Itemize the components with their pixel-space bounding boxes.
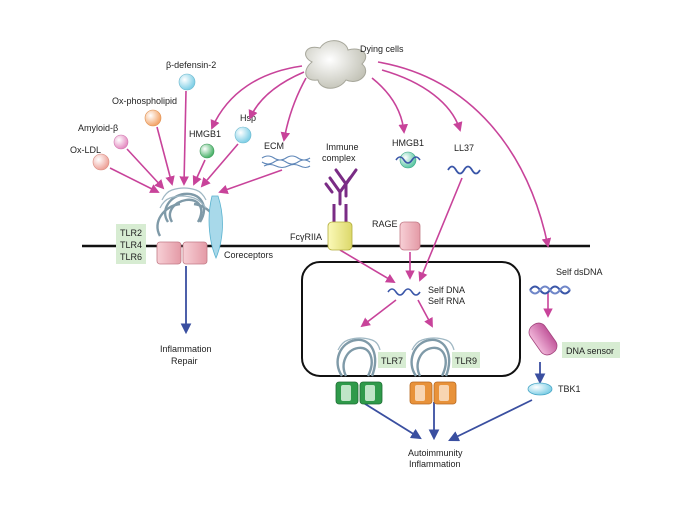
self-rna-label: Self RNA	[428, 296, 465, 306]
arrow-dying-hmgb1-right	[371, 77, 409, 134]
arrow-fcgriia-selfdna	[339, 249, 396, 283]
arrow-ll37-selfdna	[418, 177, 463, 282]
self-dsdna-label: Self dsDNA	[556, 267, 603, 277]
ox-phospholipid-label: Ox-phospholipid	[112, 96, 177, 106]
repair-label: Repair	[171, 356, 198, 366]
arrow-oxldl-tlr	[109, 167, 160, 193]
ox-ldl-icon	[92, 153, 110, 171]
ll37-label: LL37	[454, 143, 474, 153]
autoimmunity-label: Autoimmunity	[408, 448, 463, 458]
arrow-tbk1-autoimmunity	[448, 399, 533, 442]
ox-phospholipid-icon	[144, 109, 162, 127]
tbk1-icon	[527, 382, 553, 396]
arrow-betadefensin-tlr	[179, 90, 189, 186]
rage-receptor-icon	[399, 221, 421, 251]
ll37-icon	[447, 165, 481, 175]
arrow-selfdna-tlr7	[360, 299, 397, 328]
inflammation2-label: Inflammation	[409, 459, 461, 469]
beta-defensin-2-label: β-defensin-2	[166, 60, 216, 70]
arrow-tlr7-autoimmunity	[361, 401, 422, 440]
tlr7-tag: TLR7	[378, 352, 406, 368]
dna-sensor-tag: DNA sensor	[562, 342, 620, 358]
arrow-dying-hsp	[248, 71, 305, 120]
dying-cells-icon	[305, 40, 367, 89]
tlr2-4-6-tag: TLR2 TLR4 TLR6	[116, 224, 146, 264]
hmgb1-dna-icon	[395, 156, 421, 164]
ecm-label: ECM	[264, 141, 284, 151]
self-dna-label: Self DNA	[428, 285, 465, 295]
hmgb1-right-label: HMGB1	[392, 138, 424, 148]
coreceptor-icon	[208, 195, 223, 260]
tlr7-label: TLR7	[381, 356, 403, 366]
rage-label: RAGE	[372, 219, 398, 229]
arrow-dying-self-dsdna	[377, 61, 552, 248]
hmgb1-right-icon	[399, 151, 417, 169]
tlr9-receptor-icon	[409, 337, 457, 405]
ecm-icon	[261, 155, 311, 169]
tlr4-label: TLR4	[120, 240, 142, 250]
hsp-label: Hsp	[240, 113, 256, 123]
tlr2-label: TLR2	[120, 228, 142, 238]
arrow-oxphospholipid-tlr	[156, 126, 175, 186]
self-dna-icon	[387, 288, 421, 296]
ox-ldl-label: Ox-LDL	[70, 145, 101, 155]
tlr9-tag: TLR9	[452, 352, 480, 368]
fcgriia-receptor-icon	[327, 204, 353, 251]
dna-sensor-label: DNA sensor	[566, 346, 614, 356]
amyloid-beta-label: Amyloid-β	[78, 123, 118, 133]
hsp-icon	[234, 126, 252, 144]
arrow-dying-ll37	[381, 69, 463, 132]
arrow-dying-ecm	[280, 77, 307, 142]
dna-sensor-icon	[528, 322, 558, 356]
tlr9-label: TLR9	[455, 356, 477, 366]
tlr7-receptor-icon	[335, 337, 383, 405]
immune-complex-icon	[324, 168, 358, 206]
arrow-hsp-tlr	[200, 143, 239, 188]
hmgb1-left-icon	[199, 143, 215, 159]
fcgriia-label: FcγRIIA	[290, 232, 322, 242]
beta-defensin-2-icon	[178, 73, 196, 91]
tbk1-label: TBK1	[558, 384, 581, 394]
coreceptors-label: Coreceptors	[224, 250, 274, 260]
tlr2-4-6-receptor-icon	[156, 187, 218, 265]
arrow-dying-hmgb1-left	[210, 65, 303, 130]
self-dsdna-icon	[529, 285, 571, 295]
hmgb1-left-label: HMGB1	[189, 129, 221, 139]
amyloid-beta-icon	[113, 134, 129, 150]
arrow-amyloid-tlr	[126, 148, 165, 190]
arrow-selfdna-tlr9	[417, 299, 433, 328]
endosome	[301, 261, 521, 377]
immune-complex-label-1: Immune	[326, 142, 359, 152]
arrow-ecm-tlr	[218, 169, 283, 194]
dying-cells-label: Dying cells	[360, 44, 404, 54]
inflammation-label: Inflammation	[160, 344, 212, 354]
immune-complex-label-2: complex	[322, 153, 356, 163]
tlr6-label: TLR6	[120, 252, 142, 262]
arrow-hmgb1-tlr	[192, 159, 206, 186]
